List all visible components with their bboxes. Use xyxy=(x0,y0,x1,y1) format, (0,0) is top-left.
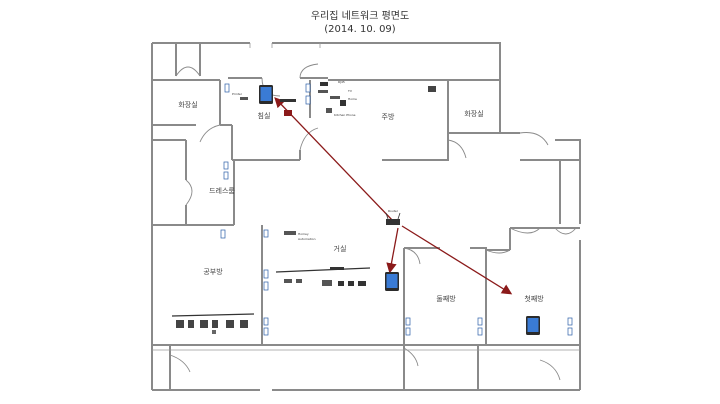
chimsil-label-printer: Printer xyxy=(232,92,243,96)
tablet-icon-chimsil xyxy=(259,85,273,104)
partition-lines xyxy=(152,43,580,351)
link-router-to-cheotchaebang-tablet xyxy=(401,225,513,295)
room-hwajangsil-left: 화장실 xyxy=(178,100,197,109)
room-dulchaebang: 둘째방 xyxy=(436,294,456,303)
device-icon xyxy=(318,90,328,93)
chimsil-label-rj45: RJ45 xyxy=(338,80,345,84)
device-icon xyxy=(212,320,218,328)
device-icon xyxy=(322,280,332,286)
link-router-to-geosil-tablet xyxy=(386,227,399,274)
device-icon xyxy=(226,320,234,328)
device-icon xyxy=(330,96,340,99)
chimsil-label-kitchen-phone: Kitchen Phone xyxy=(334,113,356,117)
device-icon xyxy=(358,281,366,286)
camera-icon xyxy=(284,231,296,235)
device-icon xyxy=(296,279,302,283)
printer-icon xyxy=(240,97,248,100)
geosil-devices xyxy=(275,231,371,286)
device-icon xyxy=(320,82,328,86)
walls xyxy=(151,42,581,391)
room-gongbubang: 공부방 xyxy=(203,267,223,276)
geosil-label-homey: Homey xyxy=(298,232,309,236)
door-swings xyxy=(169,63,577,381)
device-icon xyxy=(212,330,216,334)
geosil-label-automation: Automation xyxy=(298,237,316,241)
device-icon xyxy=(200,320,208,328)
device-icon xyxy=(240,320,248,328)
chimsil-label-home: Home xyxy=(348,97,357,101)
phone-icon xyxy=(340,100,346,106)
room-chimsil: 침실 xyxy=(258,111,271,120)
ap-icon xyxy=(284,110,292,116)
device-icon xyxy=(188,320,194,328)
room-jubang: 주방 xyxy=(382,112,395,121)
room-geosil: 거실 xyxy=(334,244,347,253)
room-dressroom: 드레스룸 xyxy=(209,186,235,195)
device-icon xyxy=(348,281,354,286)
gongbubang-devices xyxy=(171,313,255,334)
switch-icon xyxy=(330,267,344,270)
chimsil-label-tv: TV xyxy=(347,89,353,93)
network-links xyxy=(274,97,513,295)
device-icon xyxy=(326,108,332,113)
tablet-icon-geosil xyxy=(385,272,399,291)
room-hwajangsil-right: 화장실 xyxy=(464,109,483,118)
wall-sockets xyxy=(220,83,573,336)
link-router-to-chimsil-tablet xyxy=(274,97,394,222)
room-cheotchaebang: 첫째방 xyxy=(524,294,544,303)
switch-icon xyxy=(280,99,296,102)
shelf-line xyxy=(275,267,371,273)
tv-icon xyxy=(428,86,436,92)
device-icon xyxy=(176,320,184,328)
tablet-icon-cheotchaebang xyxy=(526,316,540,335)
diagram-title: 우리집 네트워크 평면도 xyxy=(310,11,410,22)
router-icon xyxy=(385,212,401,225)
router-label: Router xyxy=(388,209,399,213)
diagram-date: (2014. 10. 09) xyxy=(324,24,396,35)
chimsil-devices xyxy=(240,82,436,116)
device-icon xyxy=(284,279,292,283)
device-icon xyxy=(338,281,344,286)
